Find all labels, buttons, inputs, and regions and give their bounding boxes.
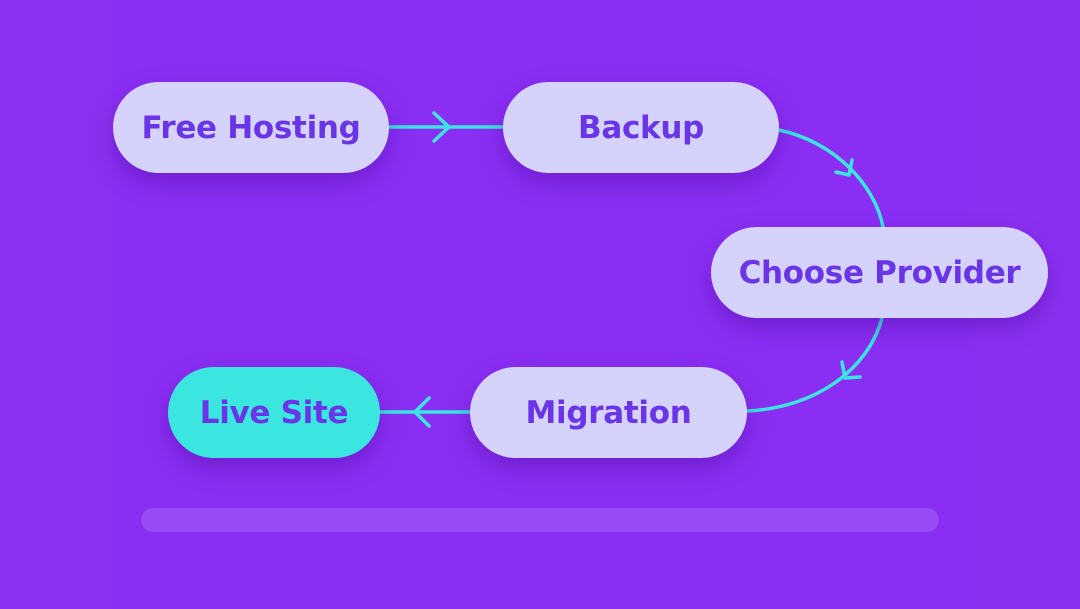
arrowhead-right (432, 111, 451, 143)
background-panel-left (0, 0, 112, 609)
connector-backup-to-provider (777, 128, 885, 229)
step-backup: Backup (503, 82, 779, 173)
step-live-site: Live Site (168, 367, 380, 458)
arrowhead-left (413, 396, 431, 428)
step-label: Live Site (199, 394, 349, 431)
connector-provider-to-migration (745, 316, 884, 413)
step-migration: Migration (470, 367, 747, 458)
step-label: Migration (525, 394, 692, 431)
step-label: Choose Provider (738, 254, 1021, 291)
step-choose-provider: Choose Provider (711, 227, 1048, 318)
step-label: Free Hosting (141, 109, 361, 146)
step-label: Backup (578, 109, 704, 146)
arrowhead-down (840, 360, 862, 380)
progress-bar (141, 508, 939, 532)
arrowhead-down (834, 158, 854, 177)
step-free-hosting: Free Hosting (113, 82, 389, 173)
